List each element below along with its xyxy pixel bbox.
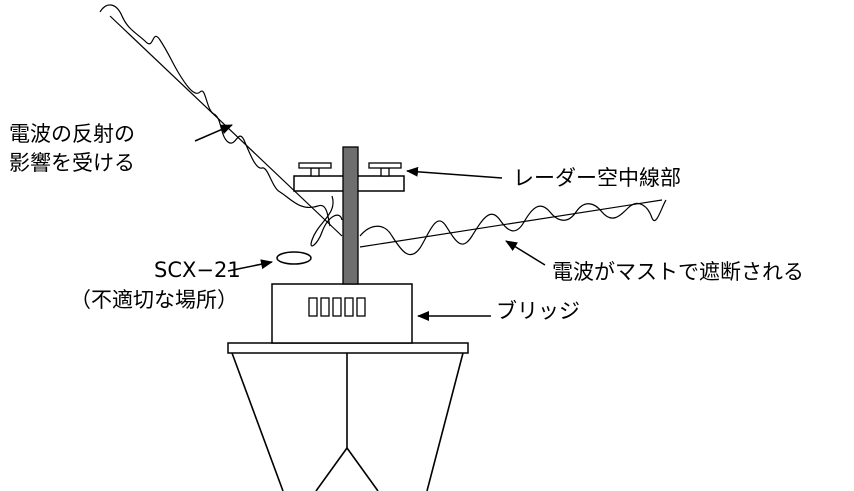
reflection-label-line2: 影響を受ける	[9, 151, 135, 175]
inappropriate-place-label: （不適切な場所）	[70, 288, 238, 312]
scx-arrow	[227, 259, 273, 272]
reflection-label-line1: 電波の反射の	[9, 122, 135, 146]
bridge	[271, 283, 413, 344]
radar-antenna-left	[298, 162, 332, 177]
bridge-windows	[308, 297, 366, 317]
blocked-wave-arrow	[505, 240, 546, 266]
radar-antenna-label: レーダー空中線部	[513, 166, 681, 190]
radar-antenna-arrow	[406, 166, 503, 179]
blocked-radio-wave	[359, 199, 667, 256]
reflected-radio-wave	[99, 4, 343, 247]
blocked-by-mast-label: 電波がマストで遮断される	[552, 260, 804, 284]
reflection-arrow	[194, 124, 233, 142]
mast	[342, 146, 359, 285]
bridge-label: ブリッジ	[496, 299, 580, 323]
ship-hull	[227, 342, 469, 491]
scx-21-antenna	[276, 251, 312, 265]
radar-antenna-right	[368, 162, 402, 177]
scx-model-label: SCX−21	[154, 258, 241, 282]
